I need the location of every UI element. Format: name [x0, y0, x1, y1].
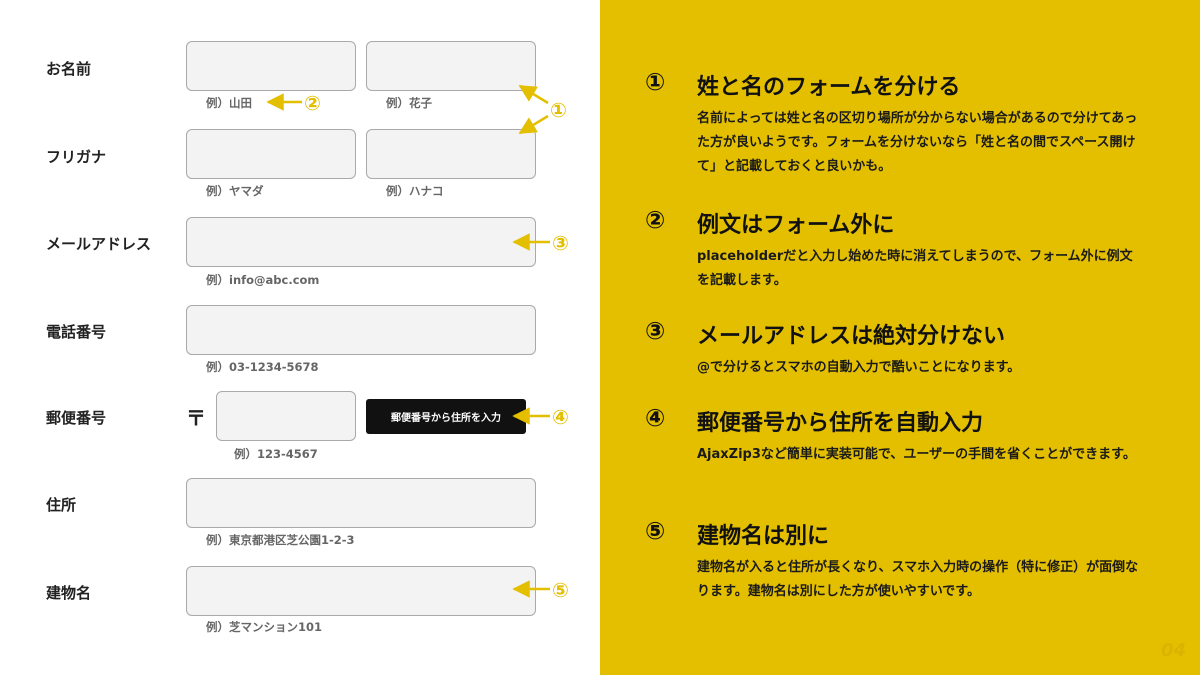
first-name-input[interactable] — [366, 41, 536, 91]
postal-mark: 〒 — [186, 406, 206, 430]
marker-3: ③ — [552, 231, 569, 255]
label-address: 住所 — [46, 496, 77, 514]
hint-address: 例）東京都港区芝公園1-2-3 — [206, 533, 355, 547]
hint-phone: 例）03-1234-5678 — [206, 360, 319, 374]
page-number: 04 — [1160, 640, 1186, 661]
form-panel: お名前 例）山田 例）花子 フリガナ 例）ヤマダ 例）ハナコ メールアドレス 例… — [46, 41, 569, 634]
hint-first-kana: 例）ハナコ — [386, 184, 444, 198]
hint-first-name: 例）花子 — [386, 96, 432, 110]
tip-number: ④ — [645, 404, 666, 432]
building-input[interactable] — [186, 566, 536, 616]
label-email: メールアドレス — [46, 235, 152, 253]
postal-lookup-button[interactable]: 郵便番号から住所を入力 — [366, 399, 526, 434]
tip-number: ① — [645, 68, 666, 96]
marker-5: ⑤ — [552, 578, 569, 602]
tip-text: @で分けるとスマホの自動入力で酷いことになります。 — [697, 360, 1021, 375]
address-input[interactable] — [186, 478, 536, 528]
hint-postal: 例）123-4567 — [234, 447, 318, 461]
last-kana-input[interactable] — [186, 129, 356, 179]
hint-email: 例）info@abc.com — [206, 273, 320, 287]
hint-last-kana: 例）ヤマダ — [206, 184, 264, 198]
tip-text: AjaxZip3など簡単に実装可能で、ユーザーの手間を省くことができます。 — [697, 447, 1136, 462]
marker-1: ① — [550, 98, 567, 122]
marker-4: ④ — [552, 405, 569, 429]
email-input[interactable] — [186, 217, 536, 267]
tip-text: 建物名が入ると住所が長くなり、スマホ入力時の操作（特に修正）が面倒なります。建物… — [697, 560, 1139, 599]
tip-title: 郵便番号から住所を自動入力 — [697, 411, 984, 436]
tip-number: ③ — [645, 317, 666, 345]
label-postal: 郵便番号 — [46, 409, 107, 427]
label-kana: フリガナ — [46, 148, 107, 166]
label-phone: 電話番号 — [46, 323, 107, 341]
hint-building: 例）芝マンション101 — [206, 620, 323, 634]
marker-2: ② — [304, 91, 321, 115]
tip-title: メールアドレスは絶対分けない — [697, 324, 1006, 349]
tip-text: 名前によっては姓と名の区切り場所が分からない場合があるので分けてあった方が良いよ… — [697, 111, 1138, 174]
last-name-input[interactable] — [186, 41, 356, 91]
postal-code-input[interactable] — [216, 391, 356, 441]
tip-title: 姓と名のフォームを分ける — [697, 75, 961, 100]
hint-last-name: 例）山田 — [206, 96, 252, 110]
tip-text: placeholderだと入力し始めた時に消えてしまうので、フォーム外に例文を記… — [697, 249, 1133, 288]
tip-number: ⑤ — [645, 517, 666, 545]
tips-panel: ① 姓と名のフォームを分ける 名前によっては姓と名の区切り場所が分からない場合が… — [600, 0, 1200, 675]
tip-title: 建物名は別に — [697, 524, 830, 549]
tip-number: ② — [645, 206, 666, 234]
label-name: お名前 — [46, 60, 92, 78]
phone-input[interactable] — [186, 305, 536, 355]
tip-title: 例文はフォーム外に — [697, 213, 895, 238]
label-building: 建物名 — [46, 584, 92, 602]
first-kana-input[interactable] — [366, 129, 536, 179]
